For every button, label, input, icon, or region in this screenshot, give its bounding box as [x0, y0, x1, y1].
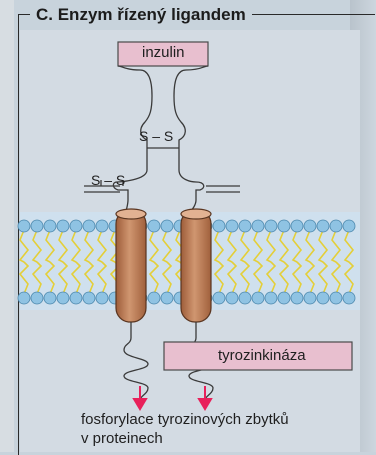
lipid-head [317, 220, 329, 232]
lipid-head [252, 220, 264, 232]
lipid-head [252, 292, 264, 304]
lipid-head [343, 220, 355, 232]
caption-line-1: fosforylace tyrozinových zbytků [81, 410, 289, 429]
phosphorylation-arrows [134, 386, 211, 409]
lipid-head [96, 292, 108, 304]
disulfide-bond-top: S – S [139, 128, 173, 144]
lipid-head [330, 220, 342, 232]
tyrosine-kinase-label: tyrozinkináza [218, 347, 306, 364]
lipid-head [291, 292, 303, 304]
lipid-head [239, 220, 251, 232]
lipid-head [213, 220, 225, 232]
lipid-head [18, 292, 30, 304]
lipid-head [330, 292, 342, 304]
helix-right [181, 209, 211, 322]
lipid-head [278, 292, 290, 304]
insulin-label: inzulin [142, 44, 185, 61]
lipid-head [57, 292, 69, 304]
lipid-head [161, 220, 173, 232]
lipid-head [44, 220, 56, 232]
lipid-head [226, 220, 238, 232]
lipid-head [70, 292, 82, 304]
lipid-head [317, 292, 329, 304]
caption-line-2: v proteinech [81, 429, 289, 448]
lipid-head [304, 220, 316, 232]
lipid-head [343, 292, 355, 304]
lipid-head [278, 220, 290, 232]
phosphorylation-caption: fosforylace tyrozinových zbytků v protei… [81, 410, 289, 448]
lipid-head [31, 292, 43, 304]
lipid-head [291, 220, 303, 232]
lipid-head [239, 292, 251, 304]
lipid-head [304, 292, 316, 304]
lipid-head [18, 220, 30, 232]
lipid-head [70, 220, 82, 232]
lipid-head [213, 292, 225, 304]
lipid-head [265, 292, 277, 304]
lipid-head [148, 220, 160, 232]
lipid-head [265, 220, 277, 232]
disulfide-bond-bottom: S – S [91, 172, 125, 188]
lipid-head [83, 220, 95, 232]
lipid-head [31, 220, 43, 232]
lipid-head [96, 220, 108, 232]
lipid-head [57, 220, 69, 232]
lipid-head [148, 292, 160, 304]
lipid-head [44, 292, 56, 304]
helix-left [116, 209, 146, 322]
lipid-head [161, 292, 173, 304]
lipid-head [226, 292, 238, 304]
lipid-head [83, 292, 95, 304]
